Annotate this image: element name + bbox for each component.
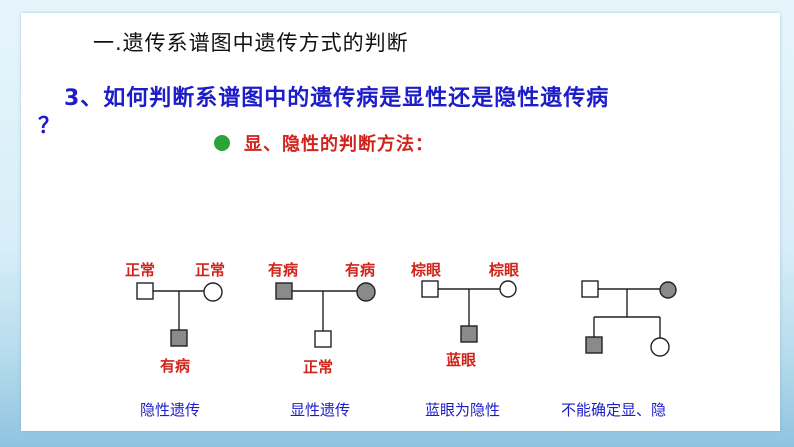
p2-mother-label: 有病: [345, 261, 376, 279]
p2-child-label: 正常: [303, 358, 334, 376]
p4-son-male-square: [585, 336, 603, 354]
p1-child-label: 有病: [160, 357, 191, 375]
p1-mother-label: 正常: [195, 261, 226, 279]
p3-mother-female-circle: [499, 280, 517, 298]
p2-child-male-square: [314, 330, 332, 348]
p1-child-male-square: [170, 329, 188, 347]
slide-title: 一.遗传系谱图中遗传方式的判断: [93, 31, 409, 55]
pedigree-symbols: [136, 280, 677, 357]
p3-mother-label: 棕眼: [489, 261, 520, 279]
method-subheading: 显、隐性的判断方法：: [244, 134, 434, 155]
p1-mother-female-circle: [203, 282, 223, 302]
connector-lines: [153, 288, 661, 338]
p4-daughter-female-circle: [650, 337, 670, 357]
question-text: 3、如何判断系谱图中的遗传病是显性还是隐性遗传病: [64, 86, 610, 111]
p3-father-label: 棕眼: [411, 261, 442, 279]
p1-caption: 隐性遗传: [140, 401, 201, 419]
p2-caption: 显性遗传: [290, 401, 351, 419]
p1-father-male-square: [136, 282, 154, 300]
p3-father-male-square: [421, 280, 439, 298]
p3-caption: 蓝眼为隐性: [425, 401, 501, 419]
green-bullet-icon: [214, 135, 230, 151]
p3-child-label: 蓝眼: [446, 351, 477, 369]
p4-mother-female-circle: [659, 281, 677, 299]
p4-father-male-square: [581, 280, 599, 298]
slide-frame: [21, 13, 780, 431]
p2-father-label: 有病: [268, 261, 299, 279]
p1-father-label: 正常: [125, 261, 156, 279]
question-mark: ？: [38, 114, 61, 139]
p3-child-male-square: [460, 325, 478, 343]
p4-caption: 不能确定显、隐: [561, 401, 667, 419]
p2-father-male-square: [275, 282, 293, 300]
p2-mother-female-circle: [356, 282, 376, 302]
